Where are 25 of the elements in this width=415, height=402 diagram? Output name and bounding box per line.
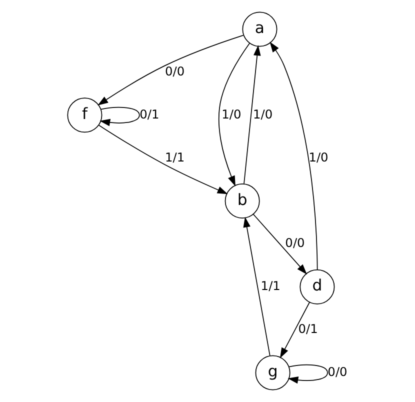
node-circle: g xyxy=(255,355,290,390)
node-circle: b xyxy=(224,184,260,218)
node-circle: d xyxy=(300,269,335,304)
edge-label: 0/1 xyxy=(298,322,318,336)
node-circle: a xyxy=(242,12,278,47)
edge-label: 0/0 xyxy=(165,64,185,78)
arrow xyxy=(100,106,140,126)
edge-label: 0/0 xyxy=(328,364,348,379)
edge-label: 0/1 xyxy=(140,107,160,122)
arrow xyxy=(288,364,328,384)
arrow xyxy=(280,302,310,358)
edge-label: 1/1 xyxy=(165,150,185,164)
node-circle: f xyxy=(67,98,102,133)
arrow xyxy=(218,42,250,186)
edge-label: 1/0 xyxy=(252,107,273,122)
edge-label: 1/1 xyxy=(260,279,280,294)
edge-label: 1/0 xyxy=(222,107,242,122)
arrow xyxy=(98,34,244,106)
arrow xyxy=(270,42,318,270)
edge-label: 1/0 xyxy=(308,150,328,164)
arrow xyxy=(244,45,261,184)
arrow xyxy=(243,216,270,356)
arrow xyxy=(98,124,228,194)
arrow xyxy=(252,214,307,274)
edge-label: 0/0 xyxy=(285,236,305,250)
